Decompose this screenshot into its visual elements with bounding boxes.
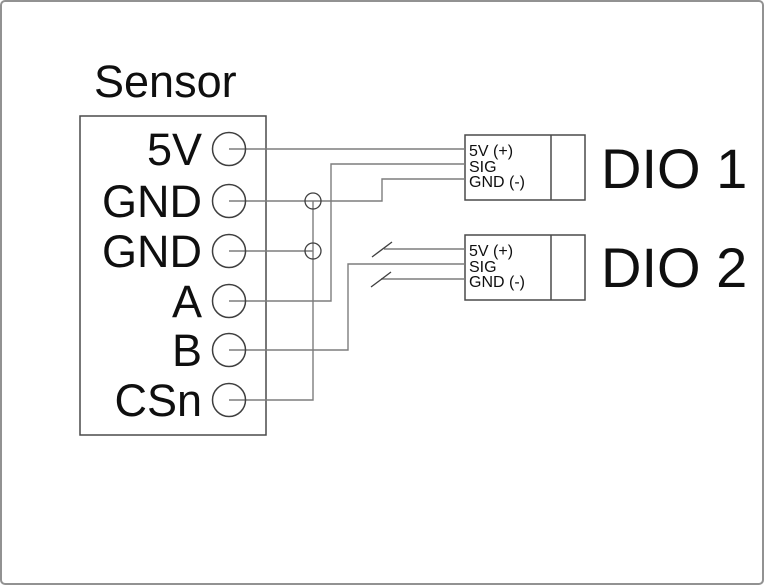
dio1-row-5v: 5V (+) [469, 143, 514, 160]
pin-circle-gnd1 [211, 183, 247, 219]
dio2-row-gnd: GND (-) [469, 274, 525, 291]
junction-gnd2-bus [304, 242, 322, 260]
wire-b-to-dio2-sig [229, 263, 465, 351]
dio2-connector-box [464, 234, 586, 301]
break-slash-dio2-5v [371, 241, 393, 258]
pin-circle-a [211, 283, 247, 319]
wire-gnd1-to-dio1-gnd [229, 178, 465, 202]
wire-a-to-dio1-sig [229, 163, 465, 302]
dio1-connector-box [464, 134, 586, 201]
sensor-title: Sensor [94, 56, 237, 107]
pin-label-a: A [171, 276, 202, 327]
dio2-row-5v: 5V (+) [469, 243, 514, 260]
pin-label-5v: 5V [146, 124, 202, 175]
pin-label-csn: CSn [114, 375, 202, 426]
pin-label-gnd1: GND [102, 176, 202, 227]
dio2-pin-rows: 5V (+) SIG GND (-) [469, 244, 549, 291]
break-slash-dio2-gnd [370, 271, 392, 288]
pin-label-gnd2: GND [102, 226, 202, 277]
sensor-box [79, 115, 267, 436]
dio2-label: DIO 2 [601, 236, 748, 299]
pin-circle-b [211, 332, 247, 368]
wire-csn-to-gnd-bus [229, 201, 314, 401]
pin-circle-gnd2 [211, 233, 247, 269]
pin-label-b: B [171, 325, 202, 376]
dio1-pin-rows: 5V (+) SIG GND (-) [469, 144, 549, 191]
dio2-row-sig: SIG [469, 258, 497, 276]
pin-circle-csn [211, 382, 247, 418]
dio1-row-gnd: GND (-) [469, 174, 525, 191]
junction-gnd1-bus [304, 192, 322, 210]
dio1-label: DIO 1 [601, 137, 748, 200]
pin-circle-5v [211, 131, 247, 167]
dio1-row-sig: SIG [469, 158, 497, 176]
